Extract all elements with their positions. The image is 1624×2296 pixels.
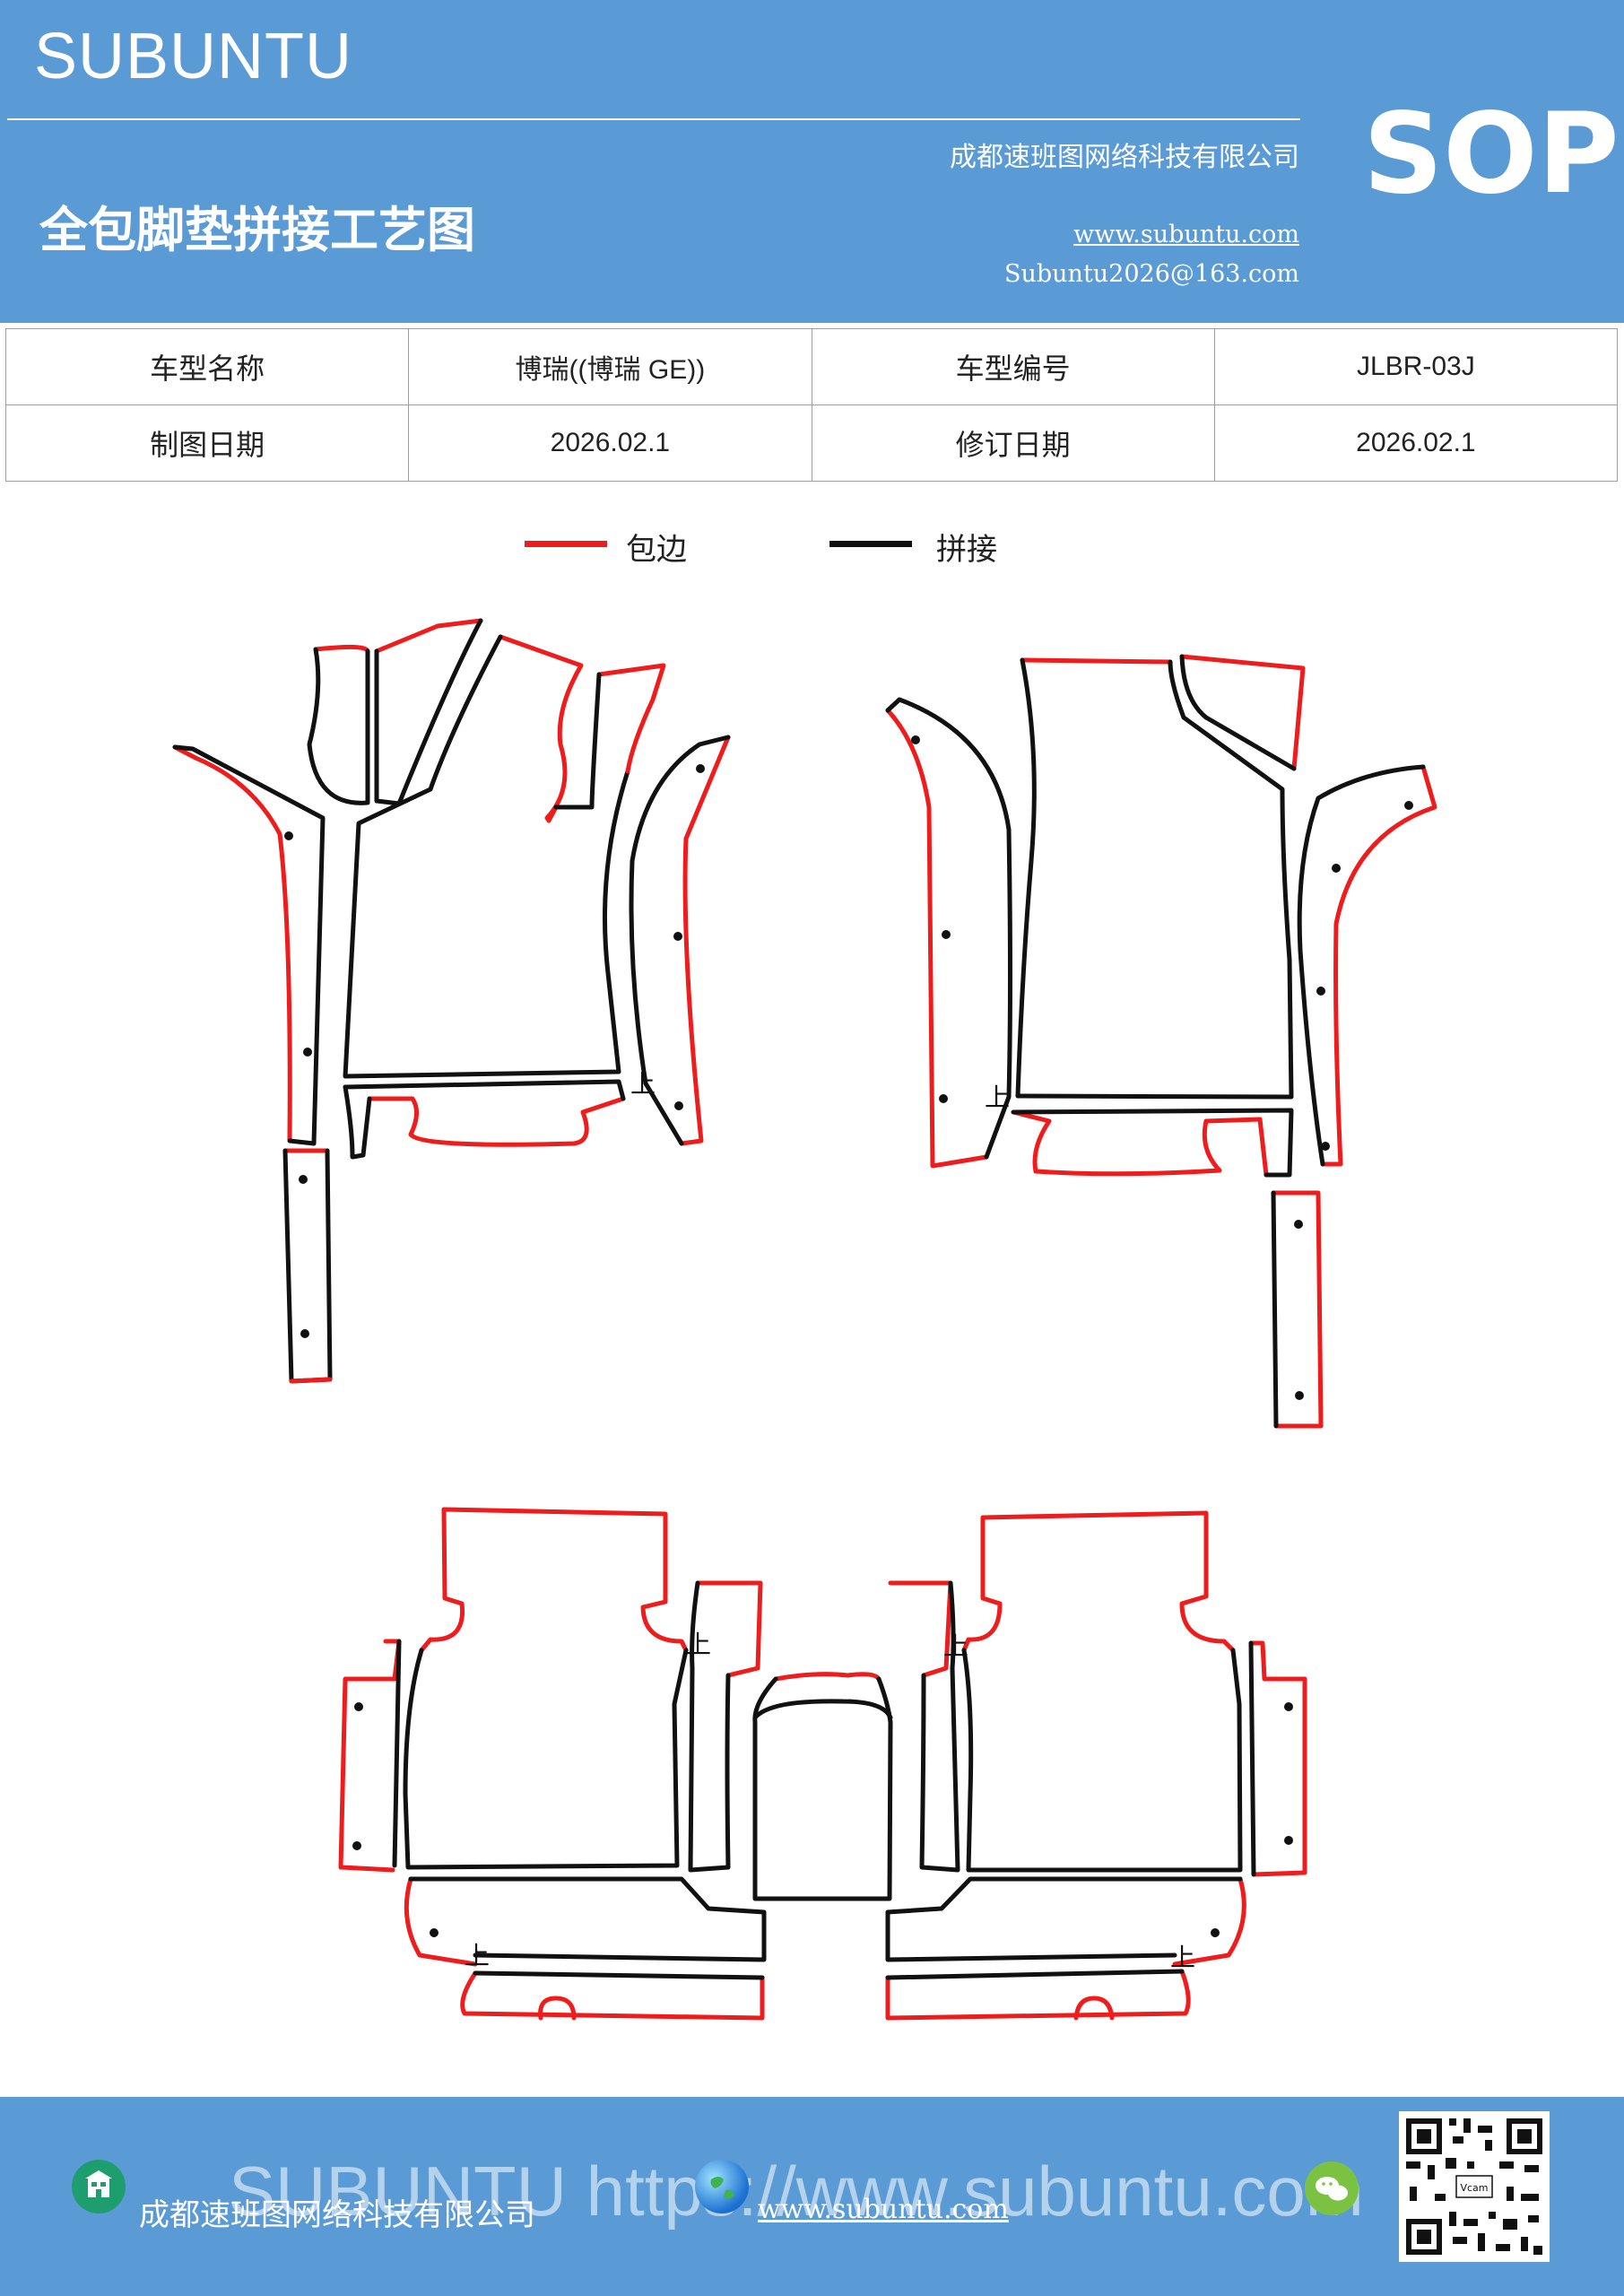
up-mark-2: 上 xyxy=(985,1083,1010,1112)
rear-mat-set: 上 上 上 上 xyxy=(338,1507,1307,2021)
revision-date-value: 2026.02.1 xyxy=(1213,404,1619,482)
model-code-label: 车型编号 xyxy=(811,328,1215,405)
header-banner: SUBUNTU 成都速班图网络科技有限公司 全包脚垫拼接工艺图 www.subu… xyxy=(0,0,1624,323)
sop-badge: SOP xyxy=(1363,90,1620,219)
footer-website-link[interactable]: www.subuntu.com xyxy=(758,2194,1009,2225)
mat-piece-bottom-heel xyxy=(367,1096,626,1147)
wechat-icon xyxy=(1305,2161,1359,2215)
up-mark-4: 上 xyxy=(943,1631,968,1661)
mat-piece-right-small-rect xyxy=(1271,1190,1324,1429)
revision-date-label: 修订日期 xyxy=(811,404,1215,482)
mat-piece-right-bottom-heel xyxy=(1011,1109,1269,1178)
rear-right-bottom-strip xyxy=(885,1969,1191,2021)
rear-left-side-tab xyxy=(338,1639,402,1873)
mat-piece-left-panel xyxy=(885,708,989,1169)
mat-piece-upper-tab xyxy=(313,644,370,654)
mat-piece-side-panel xyxy=(679,735,731,1146)
rear-right-main xyxy=(980,1510,1236,1653)
email-address: Subuntu2026@163.com xyxy=(1004,260,1299,288)
up-mark-6: 上 xyxy=(1170,1943,1195,1972)
brand-name: SUBUNTU xyxy=(34,21,353,92)
legend-splice-swatch xyxy=(829,541,912,547)
qr-caption: Vcam xyxy=(1460,2182,1488,2194)
footer-watermark: SUBUNTU https://www.subuntu.com xyxy=(229,2152,1364,2231)
rear-right-inner-strip xyxy=(888,1580,953,1678)
rear-center-tunnel xyxy=(773,1672,881,1682)
rear-right-side-tab xyxy=(1248,1640,1307,1877)
rear-right-cross-bar xyxy=(1172,1876,1246,1967)
drawing-date-label: 制图日期 xyxy=(4,404,410,482)
header-divider xyxy=(7,118,1300,120)
qr-code: Vcam xyxy=(1399,2111,1550,2262)
model-name-label: 车型名称 xyxy=(4,328,410,405)
globe-icon xyxy=(695,2160,749,2213)
mat-piece-right-top-triangle xyxy=(1179,654,1306,771)
front-right-mat-set: 上 xyxy=(885,654,1437,1429)
table-row: 制图日期 2026.02.1 修订日期 2026.02.1 xyxy=(4,404,1619,482)
mat-piece-right-main xyxy=(1020,657,1173,665)
info-table: 车型名称 博瑞((博瑞 GE)) 车型编号 JLBR-03J 制图日期 2026… xyxy=(4,328,1619,482)
rear-left-main xyxy=(441,1507,689,1653)
mat-piece-left-strip xyxy=(172,744,292,1142)
mat-piece-small-rect-splice xyxy=(282,1148,333,1384)
document-title: 全包脚垫拼接工艺图 xyxy=(39,202,475,258)
mat-piece-right-tab xyxy=(596,663,666,774)
rear-left-bottom-strip xyxy=(460,1970,765,2021)
mat-piece-left-strip-splice xyxy=(172,744,326,1146)
up-mark-3: 上 xyxy=(686,1630,711,1659)
building-icon xyxy=(72,2160,126,2213)
table-row: 车型名称 博瑞((博瑞 GE)) 车型编号 JLBR-03J xyxy=(4,328,1619,405)
up-mark-1: 上 xyxy=(630,1069,656,1099)
front-left-mat-set: 上 xyxy=(172,618,731,1384)
mat-piece-right-panel xyxy=(1320,764,1437,1167)
legend-edging-label: 包边 xyxy=(626,532,687,568)
up-mark-5: 上 xyxy=(465,1941,490,1970)
drawing-date-value: 2026.02.1 xyxy=(408,404,812,482)
mat-piece-main xyxy=(498,634,584,823)
legend-splice-label: 拼接 xyxy=(936,532,997,568)
footer-banner: SUBUNTU https://www.subuntu.com 成都速班图网络科… xyxy=(0,2097,1624,2296)
website-link[interactable]: www.subuntu.com xyxy=(1073,221,1299,248)
legend: 包边 拼接 xyxy=(0,525,1624,570)
model-code-value: JLBR-03J xyxy=(1213,328,1619,405)
legend-edging-swatch xyxy=(525,541,607,547)
rear-left-cross-bar xyxy=(404,1876,478,1967)
model-name-value: 博瑞((博瑞 GE)) xyxy=(408,328,812,405)
rear-left-inner-strip xyxy=(695,1580,763,1678)
footer-company-name: 成都速班图网络科技有限公司 xyxy=(139,2197,535,2233)
company-name: 成都速班图网络科技有限公司 xyxy=(950,142,1299,173)
mat-piece-center-upper xyxy=(374,618,483,654)
floor-mat-diagram: 上 上 xyxy=(172,618,1437,2021)
